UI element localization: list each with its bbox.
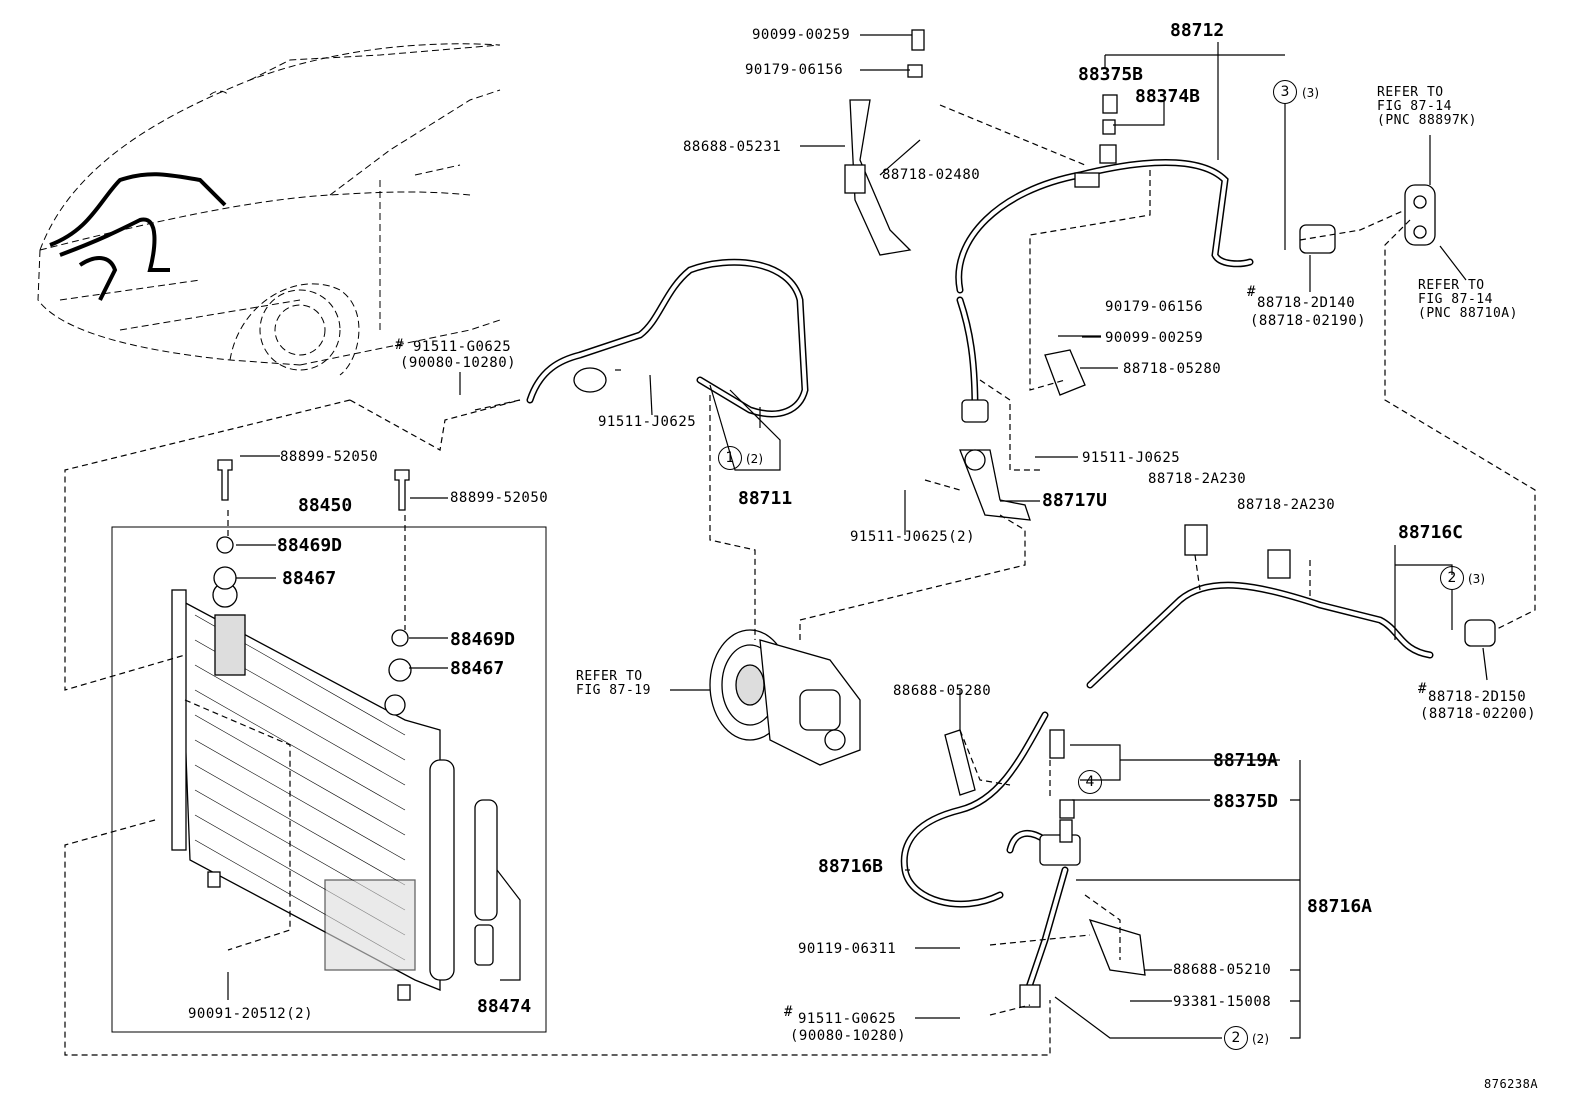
vehicle-outline <box>37 43 501 376</box>
part-88718-02480-label[interactable]: 88718-02480 <box>882 167 981 183</box>
small-parts-art <box>213 29 1496 976</box>
part-91511-J0625-2-label[interactable]: 91511-J0625(2) <box>850 529 976 545</box>
part-93381-15008-label[interactable]: 93381-15008 <box>1173 994 1272 1010</box>
part-88718-02190-label[interactable]: (88718-02190) <box>1250 313 1367 329</box>
part-88712-label[interactable]: 88712 <box>1170 20 1225 41</box>
part-88718-2D140-label[interactable]: 88718-2D140 <box>1257 295 1356 311</box>
part-91511-J0625-b-label[interactable]: 91511-J0625 <box>1082 450 1181 466</box>
part-88688-05280-label[interactable]: 88688-05280 <box>893 683 992 699</box>
compressor-art <box>709 629 861 766</box>
part-88716B-label[interactable]: 88716B <box>818 856 884 877</box>
part-88474-label[interactable]: 88474 <box>477 996 532 1017</box>
part-91511-G0625-left-label[interactable]: 91511-G0625 <box>413 339 512 355</box>
part-88469D-b-label[interactable]: 88469D <box>450 629 516 650</box>
part-90099-00259-label[interactable]: 90099-00259 <box>752 27 851 43</box>
part-88375B-label[interactable]: 88375B <box>1078 64 1144 85</box>
part-90179-06156-label[interactable]: 90179-06156 <box>745 62 844 78</box>
diagram-id: 876238A <box>1484 1077 1539 1091</box>
part-88688-05231-label[interactable]: 88688-05231 <box>683 139 782 155</box>
part-88716C-label[interactable]: 88716C <box>1398 522 1464 543</box>
part-88374B-label[interactable]: 88374B <box>1135 86 1201 107</box>
part-90091-20512-label[interactable]: 90091-20512(2) <box>188 1006 314 1022</box>
dashed-connection-lines <box>64 104 1536 1056</box>
part-91511-G0625-bot-label[interactable]: 91511-G0625 <box>798 1011 897 1027</box>
part-90119-06311-label[interactable]: 90119-06311 <box>798 941 897 957</box>
hash-mark-2D150: # <box>1418 681 1427 697</box>
part-88899-52050-a-label[interactable]: 88899-52050 <box>280 449 379 465</box>
pipe-88716A <box>1006 830 1081 1008</box>
part-90099-00259-b-label[interactable]: 90099-00259 <box>1105 330 1204 346</box>
part-88467-b-label[interactable]: 88467 <box>450 658 505 679</box>
part-91511-J0625-a-label[interactable]: 91511-J0625 <box>598 414 697 430</box>
callout-3-qty: (3) <box>1302 86 1319 100</box>
pipe-88712 <box>955 144 1254 423</box>
refer-fig-87-14-a[interactable]: REFER TO FIG 87-14 (PNC 88897K) <box>1377 85 1477 128</box>
part-88718-2D150-label[interactable]: 88718-2D150 <box>1428 689 1527 705</box>
part-88711-label[interactable]: 88711 <box>738 488 793 509</box>
part-90080-10280-bot-label[interactable]: (90080-10280) <box>790 1028 907 1044</box>
part-88717U-label[interactable]: 88717U <box>1042 490 1108 511</box>
part-88469D-a-label[interactable]: 88469D <box>277 535 343 556</box>
refer-fig-87-14-b[interactable]: REFER TO FIG 87-14 (PNC 88710A) <box>1418 278 1518 321</box>
callout-1-qty: (2) <box>746 452 763 466</box>
pipe-88711 <box>526 258 809 418</box>
part-90179-06156-b-label[interactable]: 90179-06156 <box>1105 299 1204 315</box>
callout-2-a: 2 <box>1440 566 1464 590</box>
refer-fig-87-19[interactable]: REFER TO FIG 87-19 <box>576 669 651 698</box>
part-88375D-label[interactable]: 88375D <box>1213 791 1279 812</box>
hash-mark-G0625-left: # <box>395 337 404 353</box>
part-88718-2A230-b-label[interactable]: 88718-2A230 <box>1237 497 1336 513</box>
pipe-88716B <box>900 711 1049 908</box>
part-88467-a-label[interactable]: 88467 <box>282 568 337 589</box>
callout-1: 1 <box>718 446 742 470</box>
part-88450-label[interactable]: 88450 <box>298 495 353 516</box>
part-88719A-label[interactable]: 88719A <box>1213 750 1279 771</box>
part-88899-52050-b-label[interactable]: 88899-52050 <box>450 490 549 506</box>
condenser-assembly-art <box>111 526 547 1033</box>
callout-2-a-qty: (3) <box>1468 572 1485 586</box>
part-90080-10280-left-label[interactable]: (90080-10280) <box>400 355 517 371</box>
leader-lines <box>227 34 1488 1039</box>
callout-4: 4 <box>1078 770 1102 794</box>
part-88718-02200-label[interactable]: (88718-02200) <box>1420 706 1537 722</box>
part-88718-2A230-a-label[interactable]: 88718-2A230 <box>1148 471 1247 487</box>
hash-mark-2D140: # <box>1247 284 1256 300</box>
part-88688-05210-label[interactable]: 88688-05210 <box>1173 962 1272 978</box>
callout-3: 3 <box>1273 80 1297 104</box>
pipe-88716C <box>1086 581 1434 689</box>
callout-2-b-qty: (2) <box>1252 1032 1269 1046</box>
part-88716A-label[interactable]: 88716A <box>1307 896 1373 917</box>
part-88718-05280-label[interactable]: 88718-05280 <box>1123 361 1222 377</box>
hash-mark-G0625-bot: # <box>784 1004 793 1020</box>
callout-2-b: 2 <box>1224 1026 1248 1050</box>
